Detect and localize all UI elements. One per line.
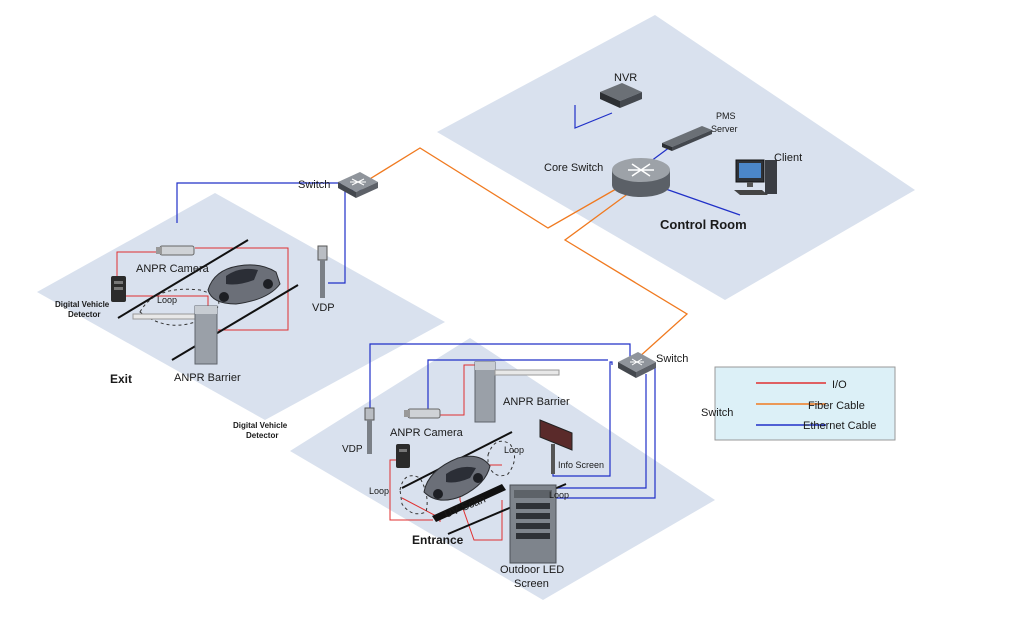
entrance-loop-right-label: Loop (504, 445, 524, 455)
entrance-loops (399, 440, 515, 515)
control-room-zone (437, 15, 915, 300)
entrance-car-icon (423, 455, 491, 501)
legend-io-label: I/O (832, 379, 847, 391)
exit-barrier-label: ANPR Barrier (174, 372, 241, 384)
pms-label-line2: Server (711, 124, 738, 134)
legend-ethernet-label: Ethernet Cable (803, 420, 876, 432)
entrance-switch-label: Switch (656, 353, 688, 365)
entrance-loop-bottom-label: Loop (549, 490, 569, 500)
led-screen-label-line1: Outdoor LED (500, 564, 564, 576)
control-room-title: Control Room (660, 217, 747, 232)
fiber-cable-entrance (563, 189, 689, 359)
exit-vehicle-detector-icon (111, 276, 126, 302)
exit-vdp-label: VDP (312, 302, 335, 314)
nvr-label: NVR (614, 72, 637, 84)
client-computer-icon (734, 159, 777, 195)
legend: I/O Fiber Cable Ethernet Cable Switch (701, 366, 896, 441)
core-switch-label: Core Switch (544, 162, 603, 174)
client-label: Client (774, 152, 802, 164)
exit-switch-label: Switch (298, 179, 330, 191)
exit-camera-label: ANPR Camera (136, 263, 210, 275)
info-screen-icon (539, 419, 573, 474)
exit-title: Exit (110, 372, 132, 386)
entrance-barrier-icon (474, 361, 560, 423)
led-screen-label-line2: Screen (514, 578, 549, 590)
exit-car-icon (207, 264, 281, 305)
entrance-title: Entrance (412, 533, 464, 547)
exit-switch-icon (338, 172, 378, 198)
nvr-icon (600, 83, 642, 108)
entrance-switch-icon (618, 352, 656, 378)
entrance-camera-label: ANPR Camera (390, 427, 464, 439)
entrance-anpr-camera-icon (404, 408, 441, 419)
legend-fiber-label: Fiber Cable (808, 400, 865, 412)
legend-switch-label: Switch (701, 407, 733, 419)
entrance-loop-left-label: Loop (369, 486, 389, 496)
exit-zone (37, 193, 445, 420)
entrance-vdp-icon (364, 407, 375, 454)
uv-scan-plate (432, 484, 506, 522)
entrance-barrier-label: ANPR Barrier (503, 396, 570, 408)
exit-barrier-icon (132, 305, 218, 365)
entrance-vdp-label: VDP (342, 444, 363, 455)
info-screen-label: Info Screen (558, 460, 604, 470)
outdoor-led-screen-icon (509, 484, 557, 564)
entrance-detector-label-line2: Detector (246, 431, 278, 440)
entrance-zone (290, 338, 715, 600)
exit-anpr-camera-icon (156, 245, 195, 256)
exit-lane-lines (117, 239, 299, 361)
pms-label-line1: PMS (716, 111, 736, 121)
exit-vdp-icon (317, 245, 328, 298)
entrance-detector-label-line1: Digital Vehicle (233, 421, 288, 430)
exit-loop (139, 288, 220, 326)
ethernet-cables (176, 105, 741, 499)
fiber-cable-exit (359, 147, 624, 229)
core-switch-icon (612, 158, 670, 197)
exit-loop-label: Loop (157, 295, 177, 305)
exit-detector-label-line2: Detector (68, 310, 100, 319)
exit-detector-label-line1: Digital Vehicle (55, 300, 110, 309)
io-wires (116, 247, 503, 541)
entrance-vehicle-detector-icon (396, 444, 410, 468)
pms-server-icon (662, 126, 712, 151)
